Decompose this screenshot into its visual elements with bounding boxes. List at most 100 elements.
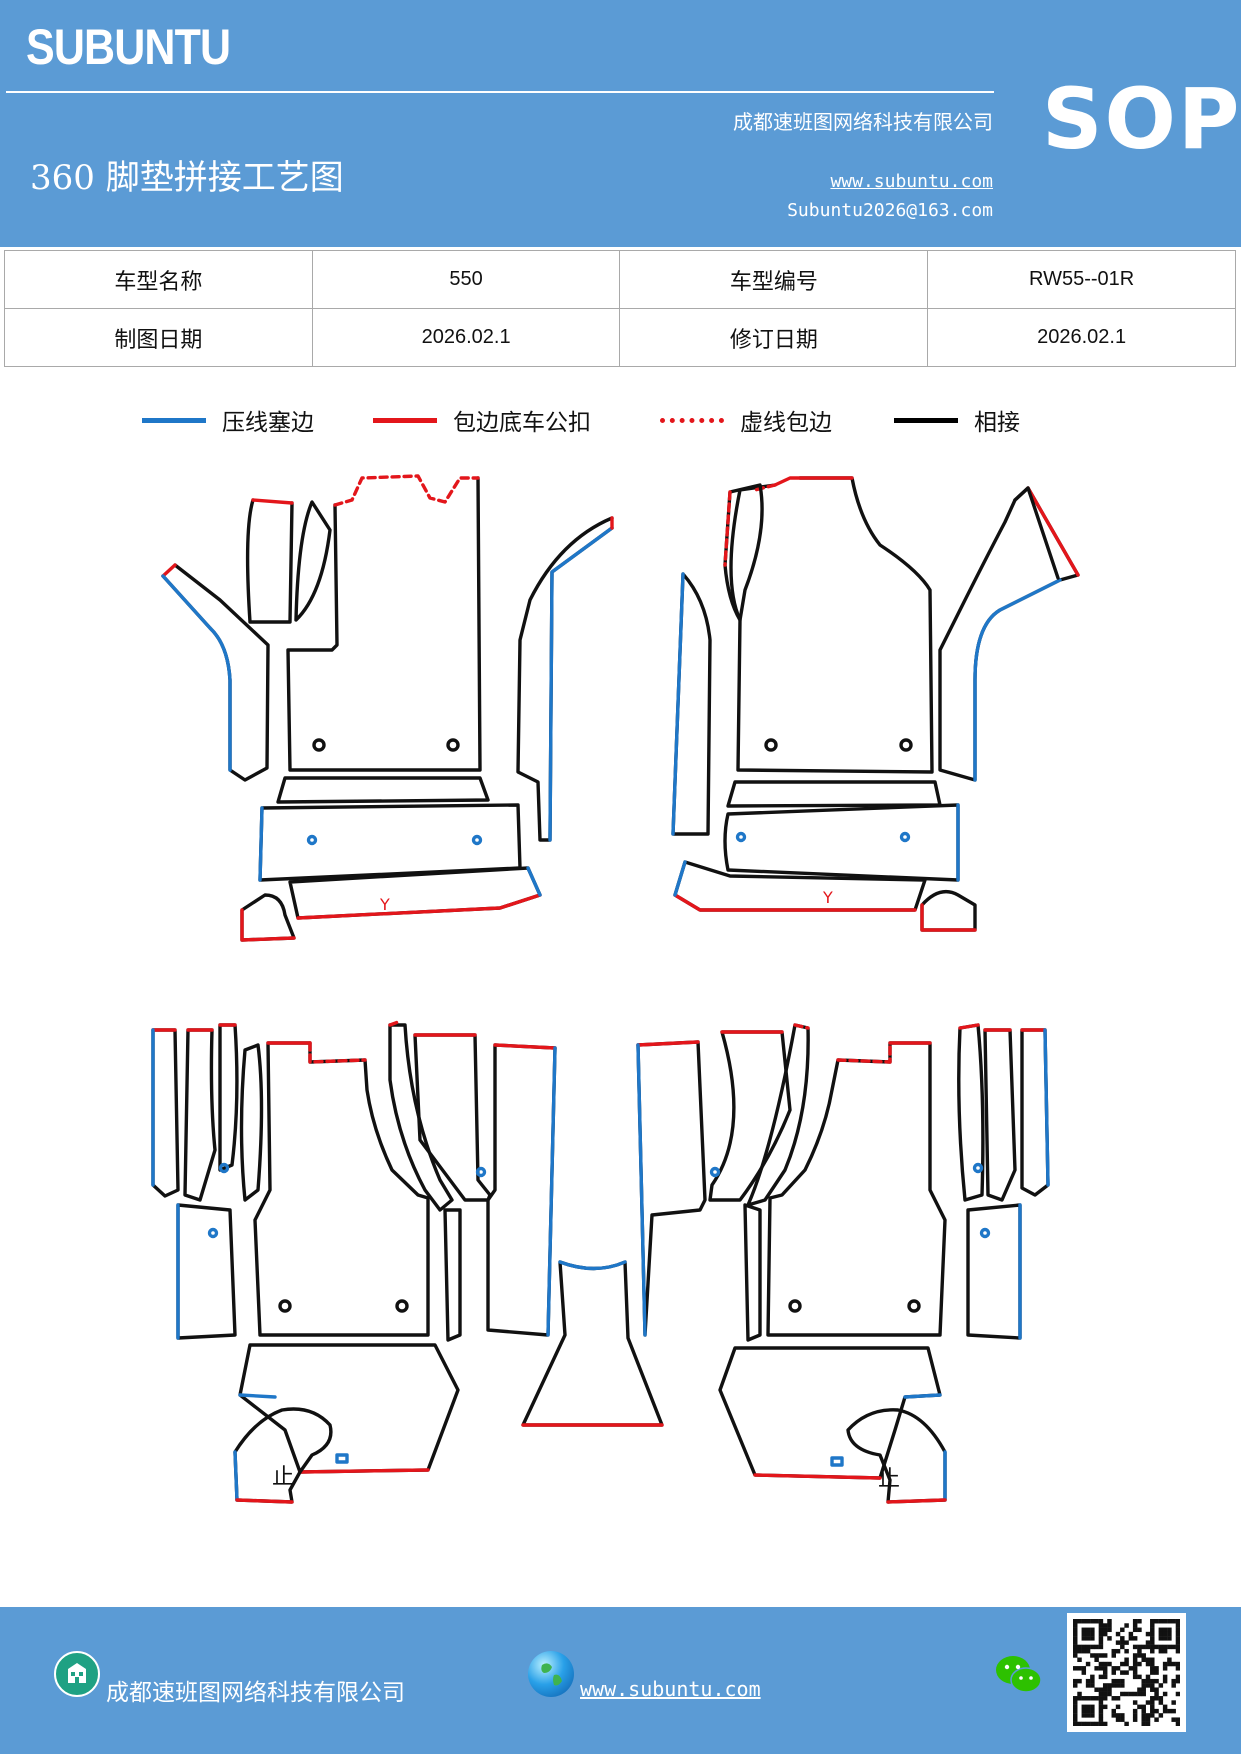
mat-clip	[335, 1453, 349, 1464]
qr-module	[1150, 1648, 1155, 1654]
qr-module	[1102, 1670, 1108, 1675]
qr-module	[1154, 1708, 1159, 1714]
mat-piece	[253, 1041, 430, 1337]
mat-piece	[636, 1043, 647, 1337]
qr-module	[1115, 1704, 1121, 1710]
mat-piece	[240, 893, 296, 942]
qr-module	[1132, 1644, 1138, 1650]
qr-module	[1090, 1674, 1095, 1680]
mat-piece	[233, 1407, 333, 1504]
qr-module	[1090, 1644, 1095, 1650]
qr-module	[1107, 1619, 1112, 1624]
qr-module	[1145, 1721, 1151, 1727]
qr-module	[1137, 1674, 1142, 1680]
qr-module	[1158, 1636, 1164, 1641]
mat-piece	[753, 483, 777, 492]
qr-module	[1132, 1627, 1138, 1633]
qr-module	[1073, 1704, 1078, 1710]
mat-piece	[235, 1498, 294, 1504]
qr-module	[1111, 1678, 1116, 1684]
mat-piece	[558, 1260, 627, 1271]
qr-module	[1128, 1691, 1134, 1697]
qr-module	[1175, 1691, 1181, 1697]
mat-piece	[548, 526, 614, 842]
qr-module	[1081, 1644, 1087, 1650]
qr-module	[1150, 1657, 1155, 1662]
qr-module	[1098, 1640, 1104, 1645]
qr-module	[1098, 1696, 1104, 1701]
mat-clip	[830, 1456, 844, 1467]
qr-module	[1167, 1644, 1172, 1650]
qr-module	[1073, 1683, 1078, 1688]
qr-module	[1175, 1678, 1181, 1684]
qr-module	[1137, 1648, 1142, 1654]
draw-date-value: 2026.02.1	[311, 308, 621, 367]
qr-module	[1158, 1683, 1164, 1688]
floor-mat-diagram: Y	[151, 474, 1080, 1504]
mat-piece	[298, 1468, 430, 1474]
mat-piece	[793, 1023, 810, 1030]
qr-module	[1111, 1666, 1116, 1671]
legend-label: 相接	[974, 410, 1020, 436]
qr-module	[1132, 1619, 1138, 1624]
mat-piece	[486, 1043, 557, 1337]
mat-piece	[240, 908, 296, 942]
mat-hole	[446, 738, 460, 752]
mat-clip	[709, 1166, 721, 1178]
mat-piece	[161, 563, 177, 578]
mat-piece	[671, 572, 712, 836]
building-icon-glyph	[68, 1663, 86, 1683]
qr-module	[1162, 1636, 1168, 1641]
table-row: 制图日期 2026.02.1 修订日期 2026.02.1	[4, 308, 1236, 367]
qr-module	[1094, 1619, 1099, 1624]
mat-piece	[966, 1203, 1022, 1340]
qr-module	[1090, 1683, 1095, 1688]
qr-module	[1145, 1631, 1151, 1637]
mat-piece	[957, 1023, 985, 1202]
mat-piece	[983, 1028, 1017, 1202]
qr-module	[1120, 1627, 1125, 1633]
qr-module	[1111, 1670, 1116, 1675]
qr-module	[1102, 1627, 1108, 1633]
mat-piece	[723, 483, 764, 622]
qr-module	[1077, 1691, 1082, 1697]
qr-module	[1090, 1631, 1095, 1637]
qr-module	[1090, 1713, 1095, 1718]
qr-module	[1132, 1713, 1138, 1718]
qr-module	[1120, 1661, 1125, 1667]
mat-piece	[151, 1028, 180, 1198]
website-link[interactable]: www.subuntu.com	[830, 171, 993, 192]
mat-clip	[972, 1162, 984, 1174]
qr-module	[1141, 1653, 1146, 1658]
qr-module	[1167, 1657, 1172, 1662]
model-code-value: RW55--01R	[927, 250, 1236, 309]
qr-module	[1111, 1653, 1116, 1658]
mat-piece	[723, 490, 732, 567]
qr-code-icon[interactable]	[1067, 1613, 1186, 1732]
mat-piece	[673, 893, 917, 912]
mat-hole	[907, 1299, 921, 1313]
wechat-icon-glyph	[996, 1656, 1042, 1693]
mat-piece	[493, 1043, 557, 1050]
qr-module	[1145, 1713, 1151, 1718]
mat-piece	[723, 803, 960, 882]
qr-module	[1124, 1648, 1129, 1654]
footer-website-link[interactable]: www.subuntu.com	[580, 1677, 761, 1701]
qr-module	[1120, 1691, 1125, 1697]
mat-clip	[735, 831, 747, 843]
qr-module	[1137, 1653, 1142, 1658]
qr-module	[1167, 1631, 1172, 1637]
qr-module	[1077, 1619, 1082, 1624]
revise-date-label: 修订日期	[619, 308, 929, 367]
qr-module	[1175, 1674, 1181, 1680]
qr-module	[1073, 1648, 1078, 1654]
qr-module	[1098, 1704, 1104, 1710]
qr-module	[1120, 1670, 1125, 1675]
model-name-value: 550	[311, 250, 621, 309]
legend-item-red: 包边底车公扣	[373, 400, 591, 440]
qr-module	[1077, 1644, 1082, 1650]
mat-piece	[238, 1343, 460, 1474]
mat-hole	[764, 738, 778, 752]
qr-module	[1073, 1717, 1078, 1722]
mat-piece	[958, 1023, 980, 1030]
